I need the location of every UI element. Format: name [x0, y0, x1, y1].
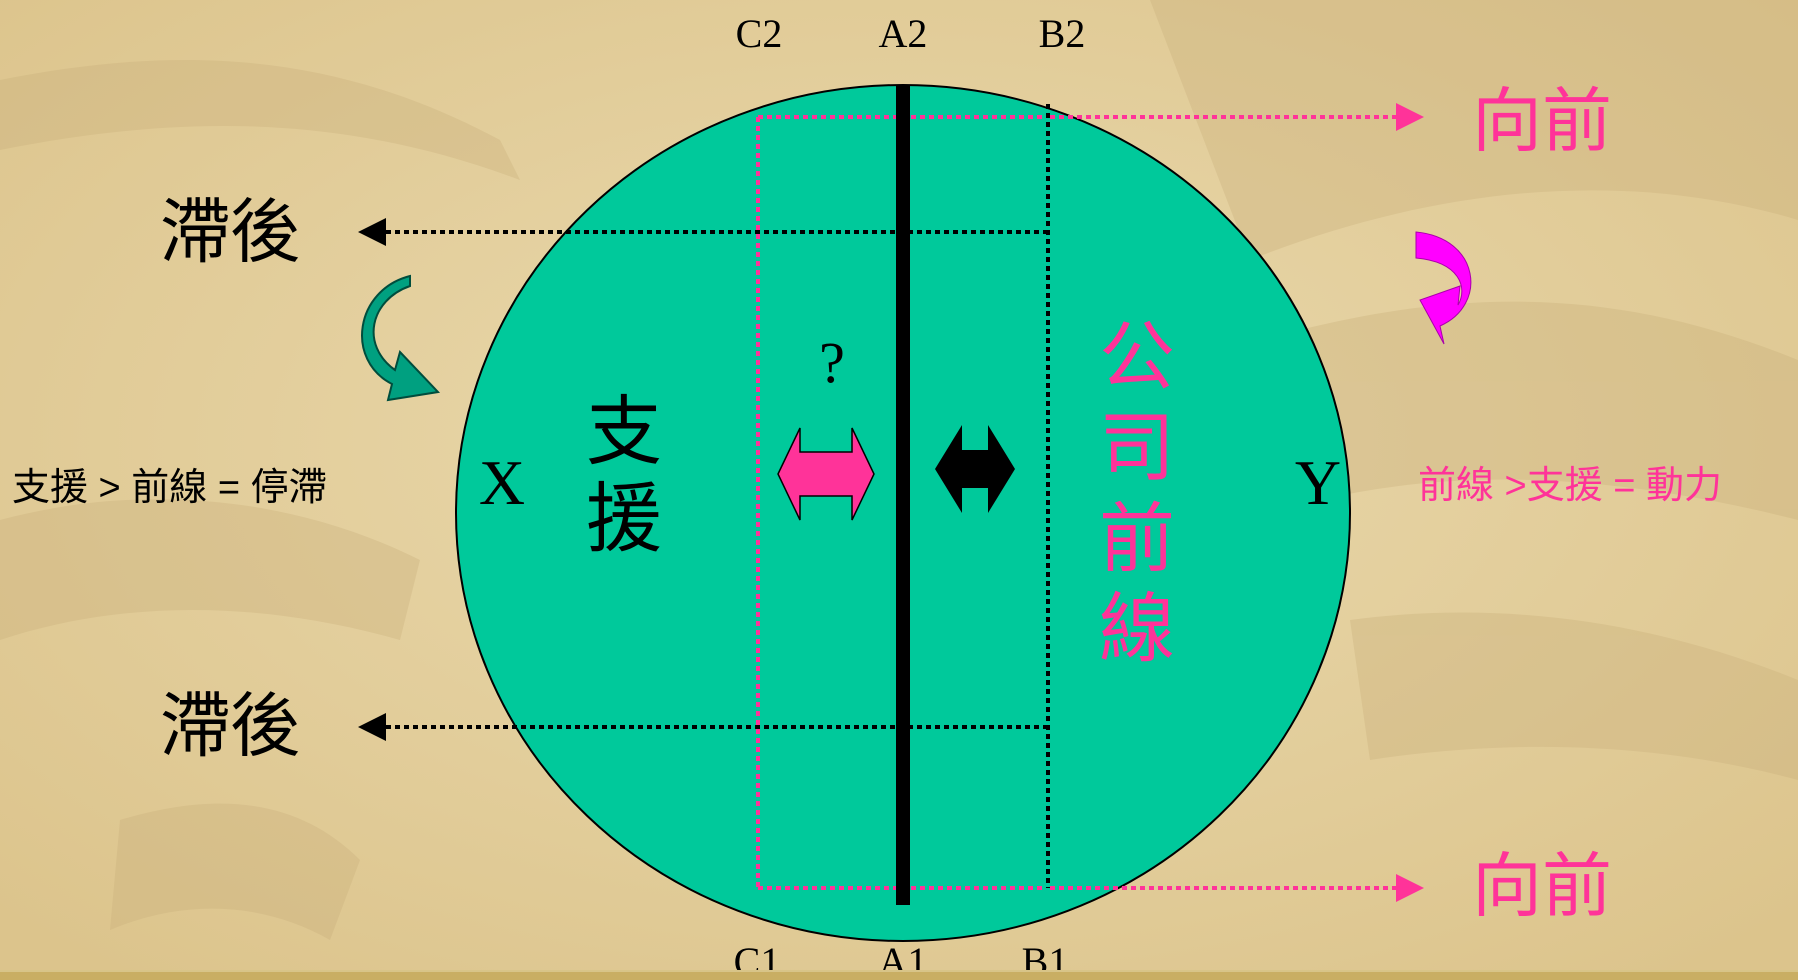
label-b2: B2	[1039, 11, 1086, 56]
pink-double-arrow	[777, 427, 875, 521]
curved-arrow-down-right-icon	[361, 274, 441, 402]
support-char-2: 援	[586, 474, 662, 563]
forward-label-top: 向前	[1472, 80, 1612, 162]
frontline-char-4: 線	[1099, 584, 1175, 673]
label-a2: A2	[879, 11, 928, 56]
frontline-char-1: 公	[1099, 312, 1175, 401]
label-x: X	[479, 447, 525, 518]
support-char-1: 支	[586, 387, 662, 476]
label-y: Y	[1295, 447, 1341, 518]
label-c2: C2	[736, 11, 783, 56]
lag-label-bottom: 滯後	[160, 685, 300, 767]
right-formula: 前線 >支援 = 動力	[1418, 465, 1722, 507]
pink-dotted-frame	[756, 115, 1045, 890]
lag-label-top: 滯後	[160, 191, 300, 273]
frontline-char-2: 司	[1099, 403, 1175, 492]
question-mark: ?	[819, 330, 845, 395]
black-double-arrow	[935, 425, 1015, 513]
curved-arrow-down-left-icon	[1415, 231, 1472, 345]
bottom-bar	[0, 970, 1798, 980]
forward-label-bottom: 向前	[1472, 845, 1612, 927]
left-formula: 支援 > 前線 = 停滯	[12, 467, 327, 509]
frontline-char-3: 前	[1099, 494, 1175, 583]
